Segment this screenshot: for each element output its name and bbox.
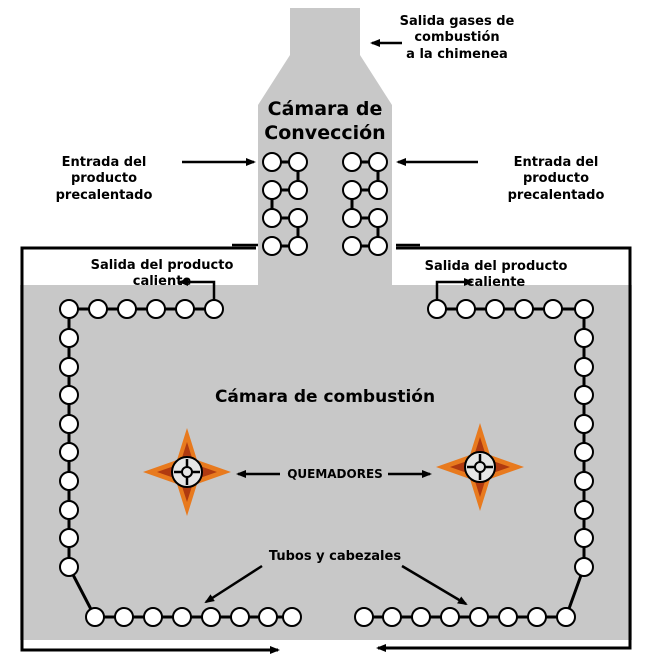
chimney-label-line2: combustión (414, 30, 500, 46)
convection-label-line1: Cámara de (267, 98, 383, 120)
tube (411, 607, 431, 627)
tube (288, 236, 308, 256)
burners-label: QUEMADORES (287, 467, 383, 481)
tube (556, 607, 576, 627)
convection-label-line2: Convección (264, 121, 386, 144)
burner-icon (171, 456, 203, 488)
tube (368, 208, 388, 228)
inlet-left-label: Entrada del producto precalentado (28, 155, 180, 204)
tube (88, 299, 108, 319)
tube (262, 208, 282, 228)
combustion-chamber-label: Cámara de combustión (214, 387, 436, 407)
tube (146, 299, 166, 319)
tube (175, 299, 195, 319)
inlet-left-line1: Entrada del producto (61, 155, 147, 187)
inlet-right-line1: Entrada del producto (513, 155, 599, 187)
tube (368, 236, 388, 256)
convection-chamber-label: Cámara de Convección (250, 98, 400, 146)
tube (59, 557, 79, 577)
inlet-left-line2: precalentado (55, 187, 153, 203)
tubes-label: Tubos y cabezales (268, 549, 402, 564)
tube (59, 357, 79, 377)
tube (543, 299, 563, 319)
tube (59, 500, 79, 520)
tube (574, 328, 594, 348)
tube (262, 152, 282, 172)
tube (59, 471, 79, 491)
tube (574, 442, 594, 462)
tube (258, 607, 278, 627)
tube (288, 208, 308, 228)
tube (456, 299, 476, 319)
tube (85, 607, 105, 627)
tube (230, 607, 250, 627)
tube (342, 180, 362, 200)
tube (574, 385, 594, 405)
bottom-notch-left (20, 565, 205, 567)
tube (574, 557, 594, 577)
tube (117, 299, 137, 319)
burner-left (143, 428, 231, 516)
tube (342, 236, 362, 256)
tube (59, 528, 79, 548)
tube (262, 236, 282, 256)
tube (382, 607, 402, 627)
tube (288, 152, 308, 172)
tube (469, 607, 489, 627)
tube-bank (59, 152, 594, 627)
tube (282, 607, 302, 627)
outlet-right-label: Salida del producto caliente (424, 259, 568, 291)
tube (574, 528, 594, 548)
tube (342, 208, 362, 228)
burner-icon (464, 451, 496, 483)
tube (427, 299, 447, 319)
tube (485, 299, 505, 319)
tube (59, 385, 79, 405)
label-arrows (178, 39, 478, 606)
tube (201, 607, 221, 627)
tube (527, 607, 547, 627)
tube (574, 471, 594, 491)
tube (59, 328, 79, 348)
tube (59, 414, 79, 434)
tube (354, 607, 374, 627)
inlet-right-line2: precalentado (507, 187, 605, 203)
tube (574, 500, 594, 520)
tube (342, 152, 362, 172)
tube (262, 180, 282, 200)
tube (172, 607, 192, 627)
chimney-label: Salida gases de combustión a la chimenea (392, 14, 522, 63)
tube (368, 152, 388, 172)
tube (204, 299, 224, 319)
chimney-label-line3: a la chimenea (406, 46, 508, 62)
tube (143, 607, 163, 627)
tube (574, 357, 594, 377)
tube (440, 607, 460, 627)
tube (574, 414, 594, 434)
outlet-left-label: Salida del producto caliente (90, 258, 234, 290)
chimney-label-line1: Salida gases de (399, 14, 515, 29)
inlet-right-label: Entrada del producto precalentado (480, 155, 632, 204)
tube (368, 180, 388, 200)
tube (59, 442, 79, 462)
tube (59, 299, 79, 319)
feed-lines (20, 246, 632, 654)
tube (514, 299, 534, 319)
tube (114, 607, 134, 627)
burners (143, 423, 524, 516)
tube (574, 299, 594, 319)
tube (288, 180, 308, 200)
tube (498, 607, 518, 627)
burner-right (436, 423, 524, 511)
